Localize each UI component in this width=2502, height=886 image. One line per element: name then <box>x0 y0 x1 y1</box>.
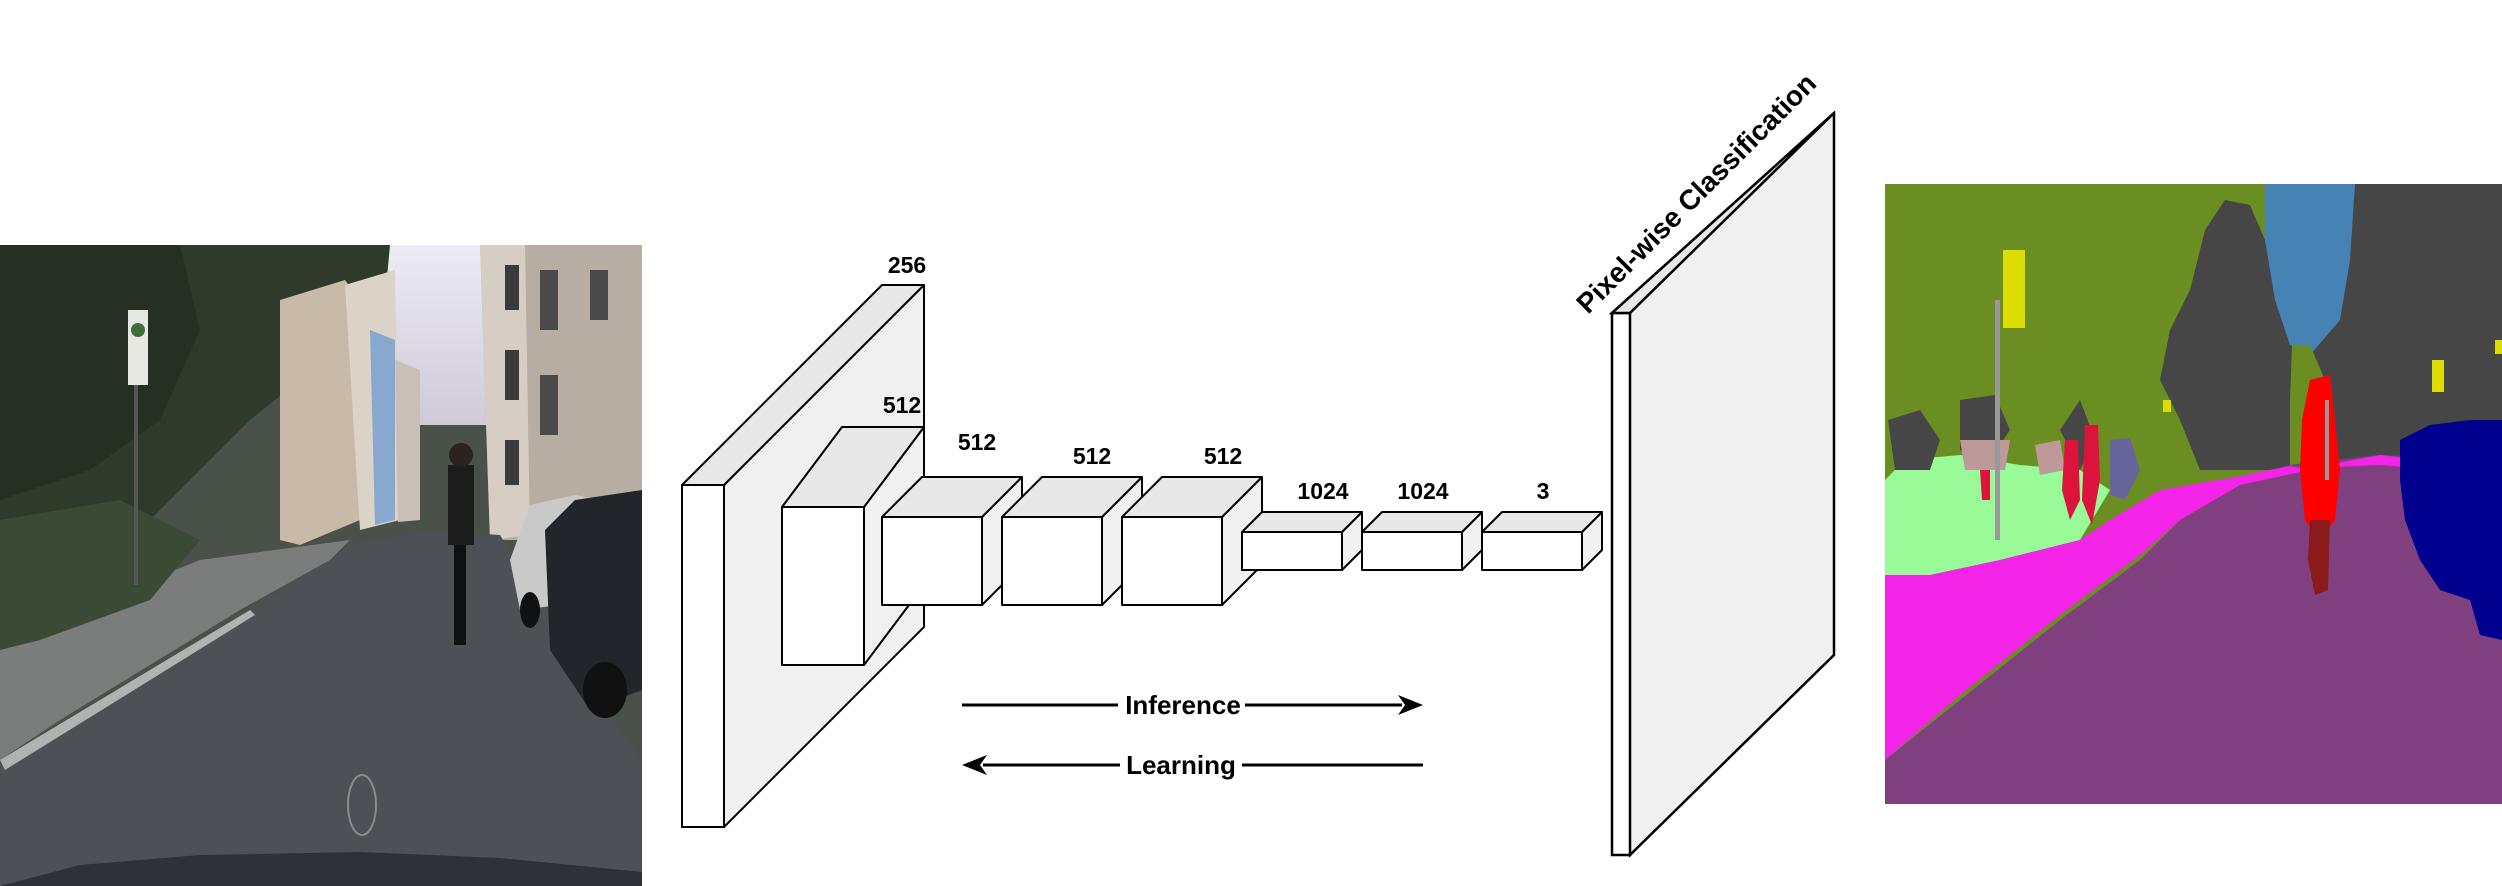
classification-plate: Pixel-wise Classification <box>1570 67 1836 858</box>
layer-label-1: 256 <box>888 252 926 278</box>
layer-label-5: 512 <box>1204 443 1242 469</box>
learning-label: Learning <box>1126 750 1236 780</box>
layer-label-4: 512 <box>1073 443 1111 469</box>
inference-label: Inference <box>1125 690 1241 720</box>
layer-labels: 256 512 512 512 512 1024 1024 3 <box>883 252 1550 504</box>
layer-block-8 <box>1481 511 1603 571</box>
layer-label-7: 1024 <box>1397 478 1448 504</box>
layer-block-6 <box>1241 511 1363 571</box>
inference-arrow: Inference <box>962 690 1423 720</box>
layer-block-7 <box>1361 511 1483 571</box>
layer-label-8: 3 <box>1537 478 1550 504</box>
network-layers <box>681 284 1603 828</box>
learning-arrow: Learning <box>962 750 1423 780</box>
layer-block-2 <box>781 426 925 666</box>
segmentation-output-map <box>1885 184 2502 804</box>
layer-block-5 <box>1121 476 1263 606</box>
layer-label-6: 1024 <box>1297 478 1348 504</box>
input-street-photo <box>0 245 642 886</box>
layer-label-3: 512 <box>958 429 996 455</box>
layer-label-2: 512 <box>883 392 921 418</box>
